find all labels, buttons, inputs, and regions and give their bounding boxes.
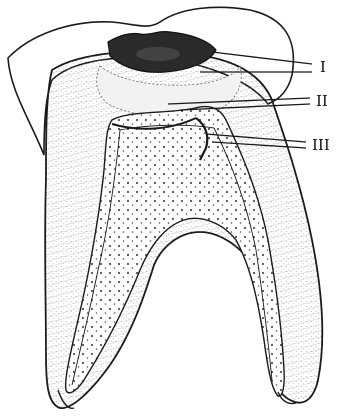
label-ii: II (316, 94, 328, 109)
label-i: I (320, 60, 326, 75)
label-iii: III (312, 138, 330, 153)
